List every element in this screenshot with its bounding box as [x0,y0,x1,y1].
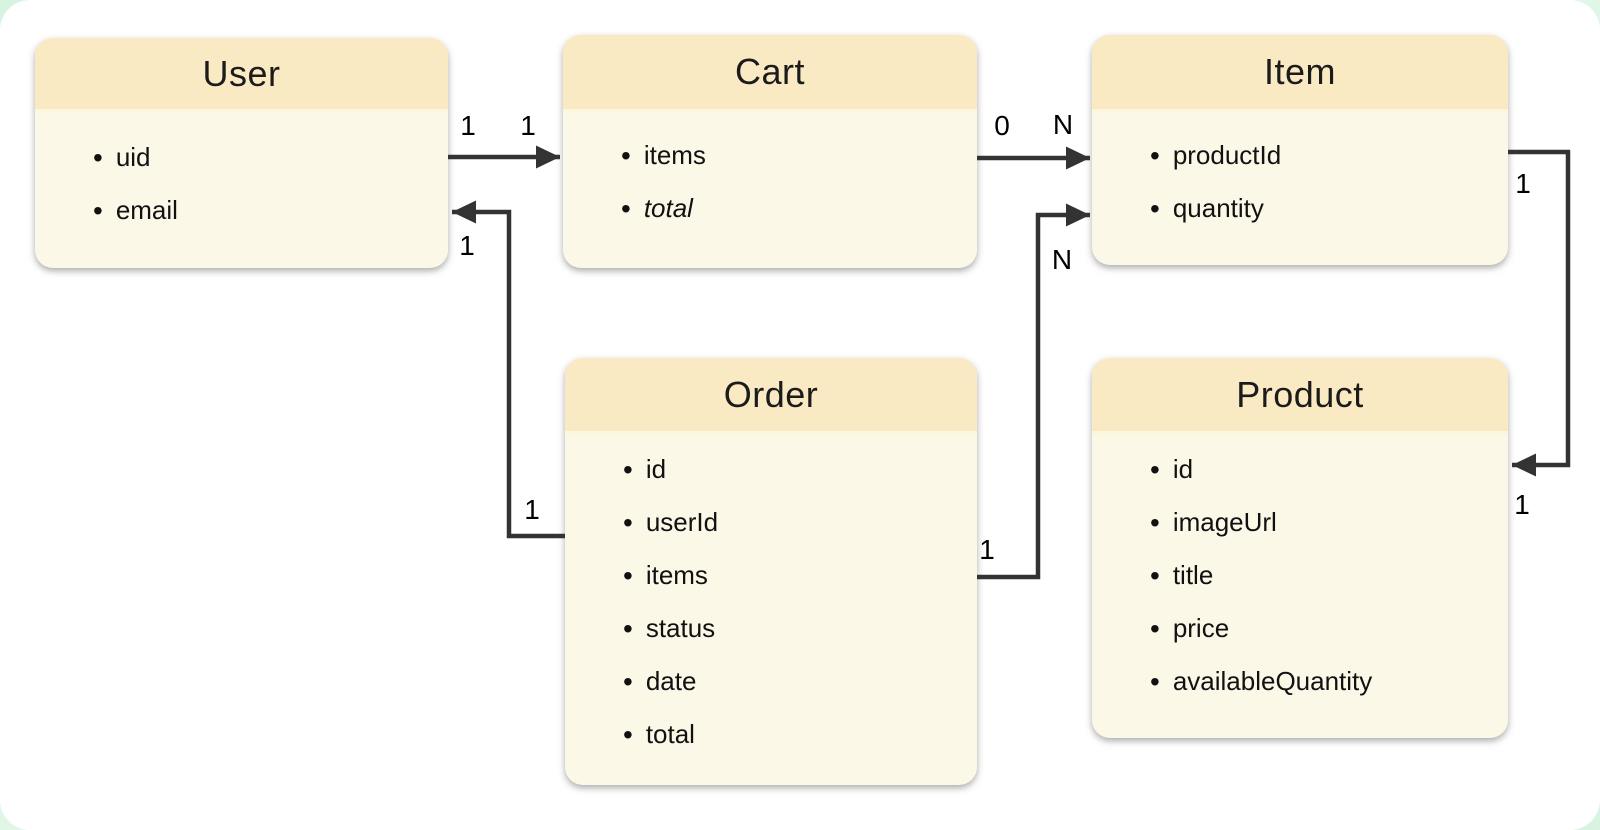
field-label: total [643,193,693,223]
field-label: productId [1172,140,1282,170]
entity-fields-cart: •items •total [563,113,977,235]
field-label: imageUrl [1172,507,1277,537]
cardinality-label: 1 [460,110,476,141]
field-order-id: •id [623,453,667,485]
field-product-availableQuantity: •availableQuantity [1150,665,1373,697]
field-item-productId: •productId [1150,139,1282,171]
field-label: price [1172,613,1230,643]
cardinality-label: 1 [520,110,536,141]
entity-fields-order: •id •userId •items •status •date •total [565,435,977,761]
arrowhead-icon [536,145,560,169]
arrowhead-icon [452,200,476,224]
field-order-date: •date [623,665,697,697]
entity-title-user: User [35,38,448,113]
field-label: id [1172,454,1194,484]
field-label: status [645,613,716,643]
cardinality-label: N [1053,109,1073,140]
cardinality-label: 1 [1515,168,1531,199]
field-product-imageUrl: •imageUrl [1150,506,1277,538]
field-order-items: •items [623,559,708,591]
entity-user[interactable]: User •uid •email [35,38,448,268]
field-label: userId [645,507,719,537]
connector-line [1508,149,1571,468]
entity-title-order: Order [565,358,977,435]
field-item-quantity: •quantity [1150,192,1264,224]
field-user-email: •email [93,194,178,226]
entity-title-cart: Cart [563,35,977,113]
field-order-status: •status [623,612,716,644]
cardinality-label: 0 [994,110,1010,141]
field-cart-items: •items [621,139,706,171]
entity-title-item: Item [1092,35,1508,113]
entity-product[interactable]: Product •id •imageUrl •title •price •availabl… [1092,358,1508,738]
connector-item-to-product: 11 [1508,149,1571,520]
field-label: availableQuantity [1172,666,1373,696]
entity-cart[interactable]: Cart •items •total [563,35,977,268]
cardinality-label: N [1052,244,1072,275]
entity-fields-user: •uid •email [35,113,448,237]
cardinality-label: 1 [459,230,475,261]
field-label: date [645,666,697,696]
arrowhead-icon [1066,146,1090,170]
field-order-userId: •userId [623,506,719,538]
connector-line [977,212,1090,580]
cardinality-label: 1 [524,494,540,525]
arrowhead-icon [1066,203,1090,227]
field-product-price: •price [1150,612,1230,644]
arrowhead-icon [1512,453,1536,477]
entity-fields-product: •id •imageUrl •title •price •availableQuanti… [1092,435,1508,708]
field-user-uid: •uid [93,141,151,173]
field-product-title: •title [1150,559,1214,591]
field-label: items [645,560,708,590]
connector-order-to-item: 1N [977,203,1090,580]
cardinality-label: 1 [1514,489,1530,520]
entity-fields-item: •productId •quantity [1092,113,1508,235]
field-label: email [115,195,178,225]
connector-order-to-user: 11 [452,200,565,539]
field-label: title [1172,560,1214,590]
field-cart-total: •total [621,192,693,224]
field-order-total: •total [623,718,695,750]
entity-title-product: Product [1092,358,1508,435]
field-product-id: •id [1150,453,1194,485]
cardinality-label: 1 [979,534,995,565]
entity-order[interactable]: Order •id •userId •items •status •date •total [565,358,977,785]
field-label: id [645,454,667,484]
field-label: uid [115,142,151,172]
field-label: quantity [1172,193,1264,223]
connector-line [452,209,565,539]
field-label: items [643,140,706,170]
field-label: total [645,719,695,749]
entity-item[interactable]: Item •productId •quantity [1092,35,1508,265]
